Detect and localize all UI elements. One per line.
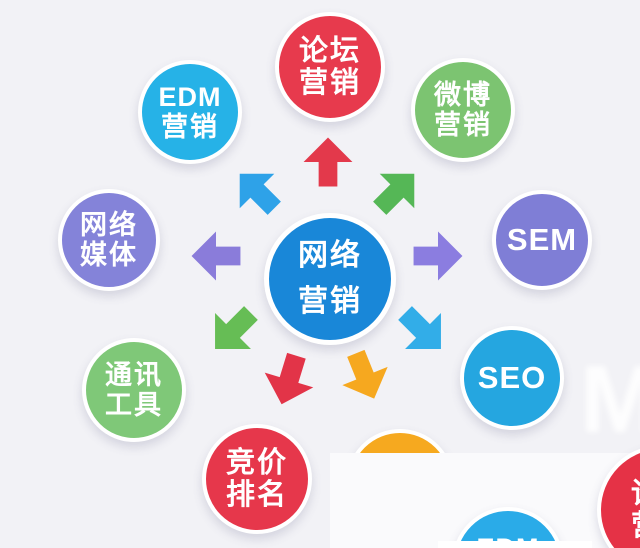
node-label: 微博 xyxy=(434,79,492,110)
node-label: 媒体 xyxy=(80,240,138,270)
arrow-down-left-icon xyxy=(215,306,258,349)
node-label: SEO xyxy=(477,359,547,395)
node-edm-marketing: EDM 营销 xyxy=(138,60,242,164)
node-label: 工具 xyxy=(105,390,163,420)
node-sem: SEM xyxy=(492,190,592,290)
arrow-down-right-icon xyxy=(398,306,441,349)
node-label: 营销 xyxy=(161,112,219,142)
bottom-white-strip xyxy=(438,541,592,548)
node-label: SEM xyxy=(506,221,578,257)
node-label: 网络 xyxy=(298,239,362,273)
node-seo: SEO xyxy=(460,326,564,430)
node-corner-forum-marketing-partial: 论坛 营销 xyxy=(597,445,640,548)
arrow-down-tilt-icon xyxy=(342,349,388,399)
node-label: 论坛 xyxy=(631,478,640,510)
node-label: 营销 xyxy=(434,110,492,140)
node-label: 竞价 xyxy=(225,446,288,479)
node-label: 营销 xyxy=(298,67,361,99)
arrow-right-icon xyxy=(413,231,463,281)
arrow-left-icon xyxy=(191,231,241,281)
node-label: 营销 xyxy=(298,285,362,318)
node-label: 通讯 xyxy=(105,359,163,390)
arrow-down-icon xyxy=(264,352,314,405)
node-weibo-marketing: 微博 营销 xyxy=(411,58,515,162)
node-bid-ranking: 竞价 排名 xyxy=(202,424,312,534)
arrow-up-left-icon xyxy=(239,173,281,215)
arrow-up-icon xyxy=(303,137,353,187)
node-label: 排名 xyxy=(225,479,288,511)
node-center-network-marketing: 网络 营销 xyxy=(264,213,396,345)
watermark-m-icon: M xyxy=(580,346,640,453)
node-label: EDM xyxy=(158,81,222,112)
node-communication-tools: 通讯 工具 xyxy=(82,338,186,442)
node-label: 论坛 xyxy=(298,34,361,67)
node-forum-marketing: 论坛 营销 xyxy=(275,12,385,122)
node-label: 网络 xyxy=(80,209,138,240)
node-network-media: 网络 媒体 xyxy=(58,189,160,291)
arrow-up-right-icon xyxy=(373,173,415,215)
node-label: 营销 xyxy=(631,510,640,542)
